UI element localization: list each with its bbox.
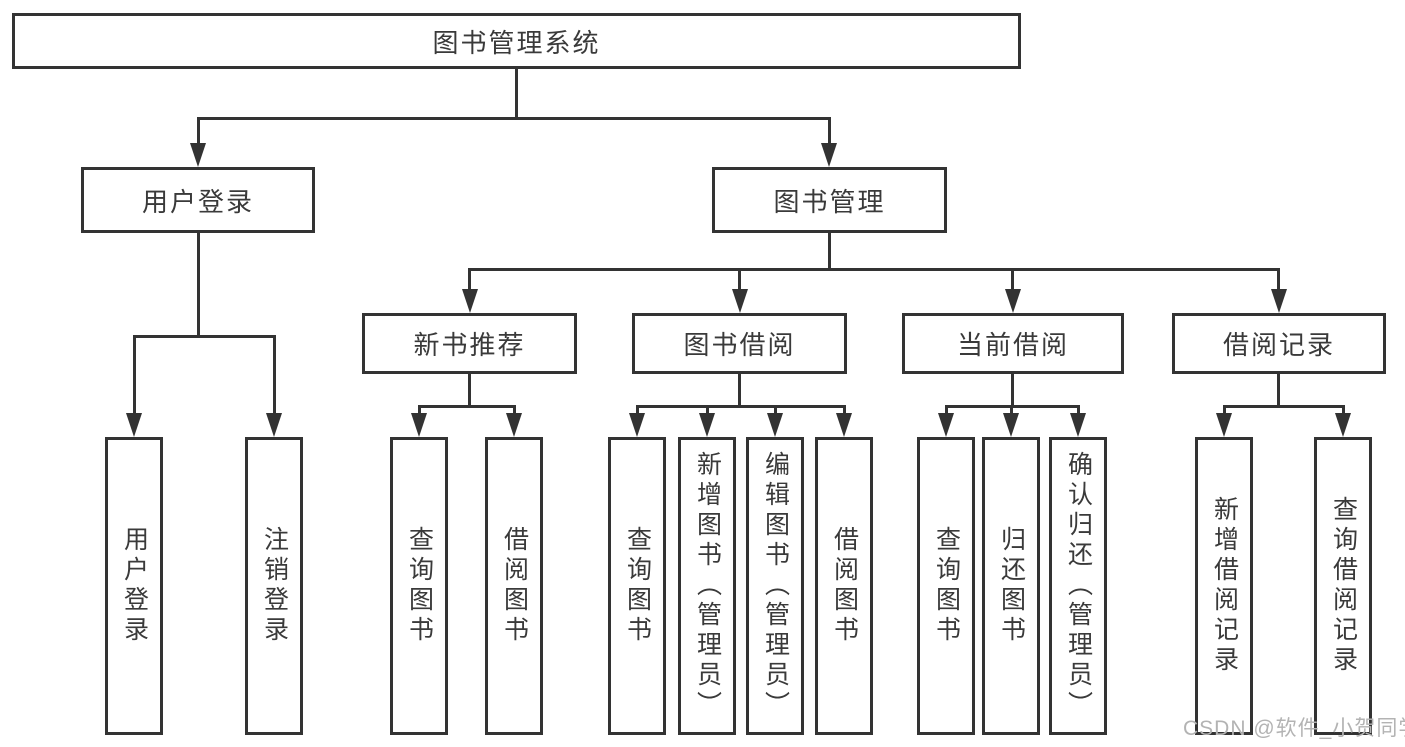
connector-records-stub: [1277, 374, 1280, 407]
connector-book-mgmt-stub: [828, 233, 831, 270]
arrowhead: [1335, 413, 1351, 437]
leaf-add-book-admin: 新增图书（管理员）: [678, 437, 736, 735]
node-current-borrow-label: 当前借阅: [956, 330, 1069, 360]
connector-new-rec-split: [418, 405, 516, 408]
connector-arm: [843, 405, 846, 415]
arrowhead: [629, 413, 645, 437]
connector-arm-leaf-logout: [273, 335, 276, 415]
connector-borrow-split: [636, 405, 846, 408]
connector-stem-user-login: [197, 117, 200, 145]
arrowhead-to-leaf-login: [126, 413, 142, 437]
connector-level1-split: [197, 117, 831, 120]
leaf-label: 查询图书: [623, 526, 652, 646]
leaf-query-borrow-record: 查询借阅记录: [1314, 437, 1372, 735]
arrowhead: [1070, 413, 1086, 437]
connector-arm: [418, 405, 421, 415]
leaf-label: 归还图书: [997, 526, 1026, 646]
node-book-management-label: 图书管理: [773, 186, 886, 217]
node-user-login: 用户登录: [81, 167, 315, 233]
arrowhead-to-borrow: [732, 289, 748, 313]
leaf-label: 注销登录: [260, 526, 289, 646]
node-current-borrow: 当前借阅: [902, 313, 1124, 374]
leaf-label: 查询图书: [932, 526, 961, 646]
leaf-borrow-book-newrec: 借阅图书: [485, 437, 543, 735]
arrowhead-to-user-login: [190, 143, 206, 167]
leaf-user-login: 用户登录: [105, 437, 163, 735]
node-borrow-records: 借阅记录: [1172, 313, 1386, 374]
node-user-login-label: 用户登录: [141, 186, 254, 217]
leaf-add-borrow-record: 新增借阅记录: [1195, 437, 1253, 735]
connector-records-split: [1223, 405, 1345, 408]
node-borrow-records-label: 借阅记录: [1222, 330, 1335, 360]
leaf-borrow-book: 借阅图书: [815, 437, 873, 735]
connector-user-login-stub: [197, 233, 200, 337]
leaf-query-book-current: 查询图书: [917, 437, 975, 735]
connector-arm: [706, 405, 709, 415]
node-book-borrow-label: 图书借阅: [683, 330, 796, 360]
arrowhead: [938, 413, 954, 437]
arrowhead-to-leaf-logout: [266, 413, 282, 437]
arrowhead: [411, 413, 427, 437]
connector-borrow-stub: [738, 374, 741, 407]
arrowhead-to-new-rec: [462, 289, 478, 313]
leaf-query-book-borrow: 查询图书: [608, 437, 666, 735]
leaf-label: 编辑图书（管理员）: [761, 451, 790, 721]
connector-arm-leaf-login: [133, 335, 136, 415]
node-book-borrow: 图书借阅: [632, 313, 847, 374]
arrowhead-to-book-mgmt: [821, 143, 837, 167]
leaf-label: 确认归还（管理员）: [1064, 451, 1093, 721]
arrowhead: [1216, 413, 1232, 437]
connector-new-rec-stub: [468, 374, 471, 407]
arrowhead-to-current: [1005, 289, 1021, 313]
connector-arm: [513, 405, 516, 415]
leaf-label: 借阅图书: [830, 526, 859, 646]
leaf-label: 用户登录: [120, 526, 149, 646]
connector-arm: [1010, 405, 1013, 415]
connector-arm: [1077, 405, 1080, 415]
leaf-query-book-newrec: 查询图书: [390, 437, 448, 735]
node-new-book-recommend-label: 新书推荐: [413, 330, 526, 360]
watermark: CSDN @软件_小贺同学: [1183, 717, 1405, 740]
leaf-label: 借阅图书: [500, 526, 529, 646]
connector-arm: [636, 405, 639, 415]
connector-stem-records: [1277, 268, 1280, 291]
connector-current-stub: [1011, 374, 1014, 407]
node-root-label: 图书管理系统: [432, 27, 601, 58]
arrowhead: [836, 413, 852, 437]
arrowhead-to-records: [1271, 289, 1287, 313]
node-new-book-recommend: 新书推荐: [362, 313, 577, 374]
connector-stem-current: [1011, 268, 1014, 291]
connector-arm: [945, 405, 948, 415]
connector-arm: [1342, 405, 1345, 415]
connector-arm: [774, 405, 777, 415]
connector-stem-new-rec: [468, 268, 471, 291]
connector-root-stem: [515, 69, 518, 119]
arrowhead: [506, 413, 522, 437]
connector-stem-borrow: [738, 268, 741, 291]
connector-stem-book-mgmt: [828, 117, 831, 145]
node-root: 图书管理系统: [12, 13, 1021, 69]
arrowhead: [699, 413, 715, 437]
leaf-edit-book-admin: 编辑图书（管理员）: [746, 437, 804, 735]
leaf-label: 新增图书（管理员）: [693, 451, 722, 721]
node-book-management: 图书管理: [712, 167, 947, 233]
leaf-return-book: 归还图书: [982, 437, 1040, 735]
leaf-label: 查询借阅记录: [1329, 496, 1358, 676]
connector-arm: [1223, 405, 1226, 415]
leaf-label: 新增借阅记录: [1210, 496, 1239, 676]
leaf-label: 查询图书: [405, 526, 434, 646]
leaf-logout: 注销登录: [245, 437, 303, 735]
arrowhead: [767, 413, 783, 437]
connector-user-login-split: [133, 335, 276, 338]
leaf-confirm-return-admin: 确认归还（管理员）: [1049, 437, 1107, 735]
arrowhead: [1003, 413, 1019, 437]
connector-level2-split: [468, 268, 1280, 271]
